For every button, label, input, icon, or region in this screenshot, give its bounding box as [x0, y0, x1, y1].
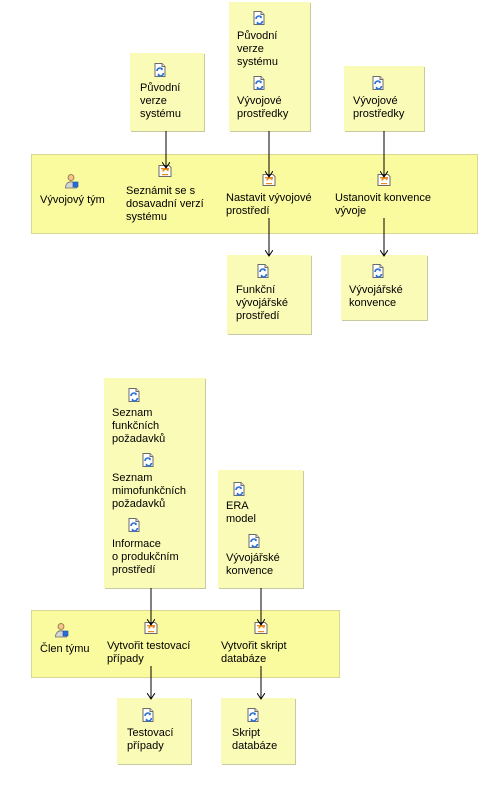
artifact-icon [246, 533, 262, 549]
task-icon[interactable] [376, 172, 392, 188]
artifact-icon [126, 387, 142, 403]
output-box-skript-databaze[interactable]: Skript databáze [221, 698, 295, 764]
artifact-label: Seznam funkčních požadavků [112, 407, 166, 445]
task-icon[interactable] [143, 620, 159, 636]
artifact-icon [152, 62, 168, 78]
input-box-era-konvence[interactable]: ERA model Vývojářské konvence [218, 470, 303, 588]
task-label[interactable]: Vytvořit skript databáze [221, 640, 287, 665]
role-icon [53, 622, 69, 638]
output-box-vyvojarske-konvence[interactable]: Vývojářské konvence [341, 255, 427, 320]
artifact-label: Původní verze systému [140, 82, 181, 120]
task-icon[interactable] [261, 172, 277, 188]
task-icon[interactable] [253, 620, 269, 636]
artifact-label: Vývojářské konvence [226, 552, 280, 577]
artifact-label: Testovací případy [127, 727, 174, 752]
artifact-label: Seznam mimofunkčních požadavků [112, 472, 186, 510]
role-label: Člen týmu [40, 643, 90, 655]
role-icon [63, 173, 79, 189]
artifact-icon [370, 75, 386, 91]
task-icon[interactable] [157, 163, 173, 179]
artifact-label: Vývojové prostředky [353, 95, 405, 120]
artifact-icon [231, 481, 247, 497]
artifact-icon [255, 263, 271, 279]
artifact-icon [245, 707, 261, 723]
artifact-label: ERA model [226, 500, 256, 525]
artifact-label: Informace o produkčním prostředí [112, 538, 179, 576]
artifact-label: Skript databáze [232, 727, 278, 752]
artifact-icon [370, 263, 386, 279]
artifact-icon [251, 75, 267, 91]
task-label[interactable]: Seznámit se s dosavadní verzí systému [126, 185, 204, 223]
artifact-icon [251, 10, 267, 26]
input-box-puvodni-vyvojove[interactable]: Původní verze systému Vývojové prostředk… [229, 2, 310, 131]
artifact-icon [140, 707, 156, 723]
input-box-vyvojove-right[interactable]: Vývojové prostředky [344, 66, 424, 131]
task-label[interactable]: Ustanovit konvence vývoje [335, 192, 431, 217]
output-box-testovaci-pripady[interactable]: Testovací případy [117, 698, 191, 764]
artifact-label: Vývojářské konvence [349, 284, 403, 309]
task-label[interactable]: Nastavit vývojové prostředí [226, 192, 312, 217]
role-label: Vývojový tým [40, 194, 105, 206]
artifact-label: Funkční vývojářské prostředí [236, 284, 288, 322]
input-box-puvodni-verze-left[interactable]: Původní verze systému [130, 53, 204, 131]
artifact-label: Vývojové prostředky [237, 95, 289, 120]
swimlane-vyvojovy-tym [31, 154, 478, 234]
input-box-pozadavky[interactable]: Seznam funkčních požadavků Seznam mimofu… [104, 378, 205, 588]
artifact-label: Původní verze systému [237, 30, 278, 68]
swimlane-clen-tymu [31, 610, 340, 678]
artifact-icon [126, 517, 142, 533]
artifact-icon [140, 452, 156, 468]
task-label[interactable]: Vytvořit testovací případy [107, 640, 191, 665]
output-box-funkcni-prostredi[interactable]: Funkční vývojářské prostředí [227, 255, 311, 334]
